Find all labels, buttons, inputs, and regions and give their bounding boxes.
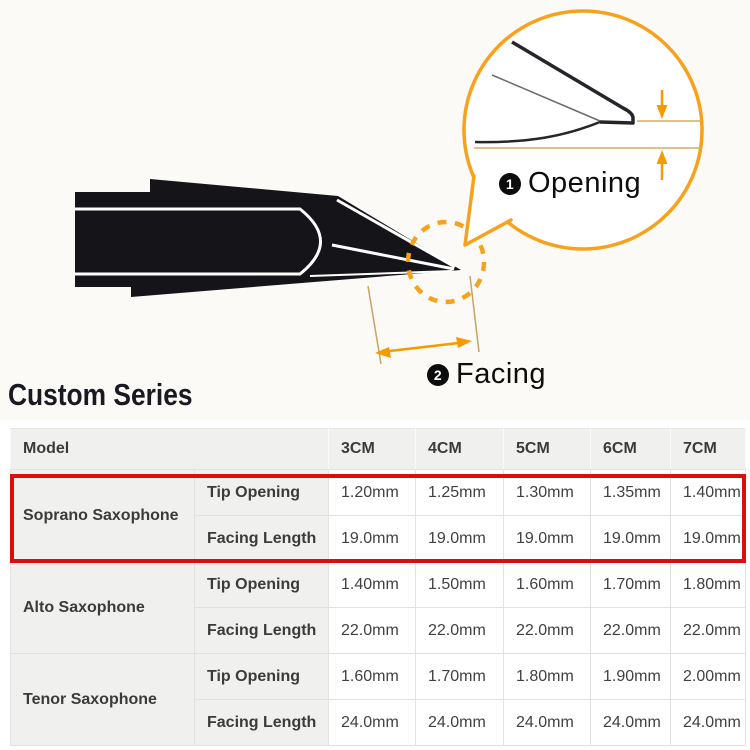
mouthpiece-window-lines — [75, 198, 456, 277]
spec-cell: Facing Length — [194, 699, 329, 746]
facing-dimension — [367, 275, 480, 365]
spec-table-wrap: Model 3CM 4CM 5CM 6CM 7CM Soprano Saxoph… — [10, 428, 746, 746]
value-cell: 22.0mm — [328, 607, 416, 654]
opening-dimension-arrows — [656, 90, 668, 180]
value-cell: 24.0mm — [415, 699, 504, 746]
header-model: Model — [10, 428, 329, 470]
value-cell: 19.0mm — [415, 515, 504, 562]
facing-arrow-line — [380, 340, 468, 354]
value-cell: 1.90mm — [590, 653, 671, 700]
model-cell-tenor: Tenor Saxophone — [10, 653, 195, 746]
magnifier-bubble — [462, 9, 704, 251]
value-cell: 1.40mm — [328, 561, 416, 608]
table-row: Tenor Saxophone Tip Opening 1.60mm 1.70m… — [10, 653, 746, 746]
bubble-tail-fill — [465, 175, 512, 246]
value-cell: 1.70mm — [590, 561, 671, 608]
number-1-badge-icon: 1 — [499, 172, 521, 195]
header-3cm: 3CM — [328, 428, 416, 470]
facing-extension-lines — [367, 275, 480, 365]
value-cell: 22.0mm — [590, 607, 671, 654]
mouthpiece-diagram — [75, 9, 704, 365]
value-cell: 1.35mm — [590, 469, 671, 516]
spec-cell: Tip Opening — [194, 469, 329, 516]
value-cell: 19.0mm — [590, 515, 671, 562]
facing-label: 2 Facing — [427, 358, 546, 391]
header-7cm: 7CM — [670, 428, 746, 470]
value-cell: 19.0mm — [670, 515, 746, 562]
bubble-tail-outline — [463, 174, 513, 247]
spec-cell: Facing Length — [194, 515, 329, 562]
number-2-badge-icon: 2 — [427, 363, 449, 386]
value-cell: 2.00mm — [670, 653, 746, 700]
value-cell: 24.0mm — [670, 699, 746, 746]
model-cell-alto: Alto Saxophone — [10, 561, 195, 654]
value-cell: 1.80mm — [503, 653, 591, 700]
value-cell: 1.80mm — [670, 561, 746, 608]
value-cell: 22.0mm — [670, 607, 746, 654]
dashed-target-circle — [405, 219, 487, 305]
value-cell: 24.0mm — [590, 699, 671, 746]
value-cell: 1.60mm — [503, 561, 591, 608]
value-cell: 1.20mm — [328, 469, 416, 516]
spec-table: Model 3CM 4CM 5CM 6CM 7CM Soprano Saxoph… — [10, 428, 746, 746]
table-row: Facing Length 22.0mm 22.0mm 22.0mm 22.0m… — [11, 607, 746, 654]
tip-closeup-drawing — [474, 40, 701, 180]
value-cell: 19.0mm — [503, 515, 591, 562]
value-cell: 1.50mm — [415, 561, 504, 608]
value-cell: 1.70mm — [415, 653, 504, 700]
spec-cell: Tip Opening — [194, 653, 329, 700]
table-row: Soprano Saxophone Tip Opening 1.20mm 1.2… — [10, 469, 746, 562]
value-cell: 19.0mm — [328, 515, 416, 562]
value-cell: 1.25mm — [415, 469, 504, 516]
header-5cm: 5CM — [503, 428, 591, 470]
value-cell: 22.0mm — [415, 607, 504, 654]
opening-label: 1 Opening — [499, 167, 641, 200]
spec-cell: Tip Opening — [194, 561, 329, 608]
opening-extension-lines — [474, 120, 701, 149]
spec-cell: Facing Length — [194, 607, 329, 654]
facing-arrowhead-right — [456, 337, 472, 348]
opening-label-text: Opening — [528, 167, 642, 199]
section-title: Custom Series — [8, 377, 193, 412]
facing-label-text: Facing — [456, 358, 547, 390]
header-6cm: 6CM — [590, 428, 671, 470]
table-row: Facing Length 19.0mm 19.0mm 19.0mm 19.0m… — [11, 515, 746, 562]
header-row: Model 3CM 4CM 5CM 6CM 7CM — [10, 428, 746, 470]
value-cell: 1.30mm — [503, 469, 591, 516]
table-row: Facing Length 24.0mm 24.0mm 24.0mm 24.0m… — [11, 699, 746, 746]
value-cell: 24.0mm — [328, 699, 416, 746]
model-cell-soprano: Soprano Saxophone — [10, 469, 195, 562]
value-cell: 22.0mm — [503, 607, 591, 654]
header-4cm: 4CM — [415, 428, 504, 470]
value-cell: 24.0mm — [503, 699, 591, 746]
value-cell: 1.40mm — [670, 469, 746, 516]
facing-arrowhead-left — [375, 347, 391, 358]
table-row: Alto Saxophone Tip Opening 1.40mm 1.50mm… — [10, 561, 746, 654]
value-cell: 1.60mm — [328, 653, 416, 700]
